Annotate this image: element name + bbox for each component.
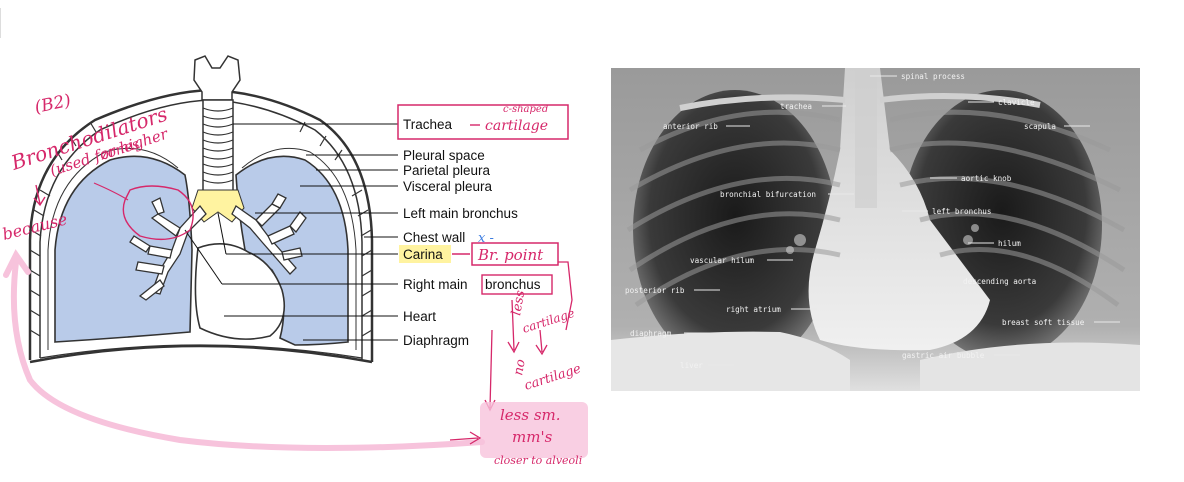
carina-label-highlight (399, 245, 451, 263)
label-heart: Heart (403, 309, 436, 324)
xray-clavicle-left (879, 93, 1041, 108)
highlighter-block (480, 402, 588, 458)
chest-xray: spinal process trachea clavicle anterior… (611, 68, 1140, 391)
arrow-to-note (449, 431, 482, 445)
xray-mediastinum (808, 68, 990, 351)
handwritten-notes: c-shaped cartilage (B2) Bronchodilators … (0, 91, 588, 467)
note-no: no (511, 358, 529, 377)
label-pleural-space: Pleural space (403, 148, 485, 163)
heart (194, 243, 286, 340)
note-br-point: Br. point (477, 246, 544, 264)
note-less-sm: less sm. (500, 406, 561, 424)
trachea-box (397, 104, 569, 140)
xray-label-posterior-rib: posterior rib (625, 286, 685, 295)
xray-spine (855, 68, 877, 208)
pink-loop-arrow (10, 259, 485, 452)
label-carina: Carina (403, 247, 443, 262)
upper-zone-circle (122, 185, 194, 241)
label-visceral-pleura: Visceral pleura (403, 179, 493, 194)
xray-label-aortic-knob: aortic knob (961, 174, 1012, 183)
xray-label-vascular-hilum: vascular hilum (690, 256, 754, 265)
bronchus-box (481, 274, 553, 295)
pleura-right (47, 147, 179, 350)
label-trachea: Trachea (403, 117, 453, 132)
note-b2: (B2) (33, 91, 73, 118)
note-less: less (509, 289, 528, 317)
label-left-main-bronchus: Left main bronchus (403, 206, 518, 221)
rib-hatching (29, 121, 373, 337)
diaphragm-dome-inner (39, 344, 363, 359)
label-right-main-bronchus-word: bronchus (485, 277, 541, 292)
pink-loop-head (3, 249, 31, 278)
xray-label-right-atrium: right atrium (726, 305, 781, 314)
xray-liver (611, 331, 850, 391)
arrow-down-3 (484, 329, 496, 412)
label-right-main: Right main (403, 277, 468, 292)
br-point-box (471, 242, 559, 266)
right-lung (54, 155, 193, 343)
xray-right-lung (633, 90, 837, 370)
bronchial-tree-right (129, 197, 207, 301)
larynx (193, 55, 241, 101)
xray-hilum-marks (786, 224, 979, 254)
xray-leader-lines (684, 75, 1120, 366)
bronchial-tree-left (231, 193, 307, 275)
bracket-less-cartilage (558, 261, 573, 331)
xray-label-clavicle: clavicle (998, 98, 1035, 107)
leader-lines (184, 123, 398, 341)
note-no-cartilage: cartilage (523, 361, 584, 393)
note-mms: mm's (512, 428, 553, 446)
xray-label-left-bronchus: left bronchus (932, 207, 991, 216)
arrow-down-1 (507, 299, 520, 354)
xray-label-anterior-rib: anterior rib (663, 122, 718, 131)
lung-diagram: Trachea Pleural space Parietal pleura Vi… (28, 55, 553, 364)
note-cartilage: cartilage (485, 118, 548, 134)
xray-label-gastric-air-bubble: gastric air bubble (902, 351, 985, 360)
xray-label-breast-soft-tissue: breast soft tissue (1002, 318, 1085, 327)
xray-label-scapula: scapula (1024, 122, 1056, 131)
trachea (202, 99, 234, 193)
xray-label-hilum: hilum (998, 239, 1021, 248)
because-arrow (33, 184, 46, 207)
xray-ribs (626, 109, 1126, 308)
note-less-cartilage: cartilage (521, 306, 577, 336)
xray-clavicle-right (679, 94, 846, 111)
label-parietal-pleura: Parietal pleura (403, 163, 491, 178)
xray-label-trachea: trachea (780, 102, 812, 111)
pointer-to-circle (93, 182, 129, 201)
xray-label-diaphragm: diaphragm (630, 329, 672, 338)
xray-label-liver: liver (680, 361, 703, 370)
diaphragm-dome (29, 344, 373, 364)
label-diaphragm: Diaphragm (403, 333, 469, 348)
xray-label-spinal-process: spinal process (901, 72, 965, 81)
xray-label-bronchial-bifurcation: bronchial bifurcation (720, 190, 816, 199)
note-c-shaped: c-shaped (503, 104, 548, 115)
note-closer-to-alveoli: closer to alveoli (494, 454, 582, 467)
trachea-rings (202, 107, 234, 184)
xray-left-base (920, 342, 1140, 391)
xray-label-descending-aorta: descending aorta (963, 277, 1036, 286)
label-chest-wall: Chest wall (403, 230, 465, 245)
arrow-down-2 (535, 329, 548, 356)
